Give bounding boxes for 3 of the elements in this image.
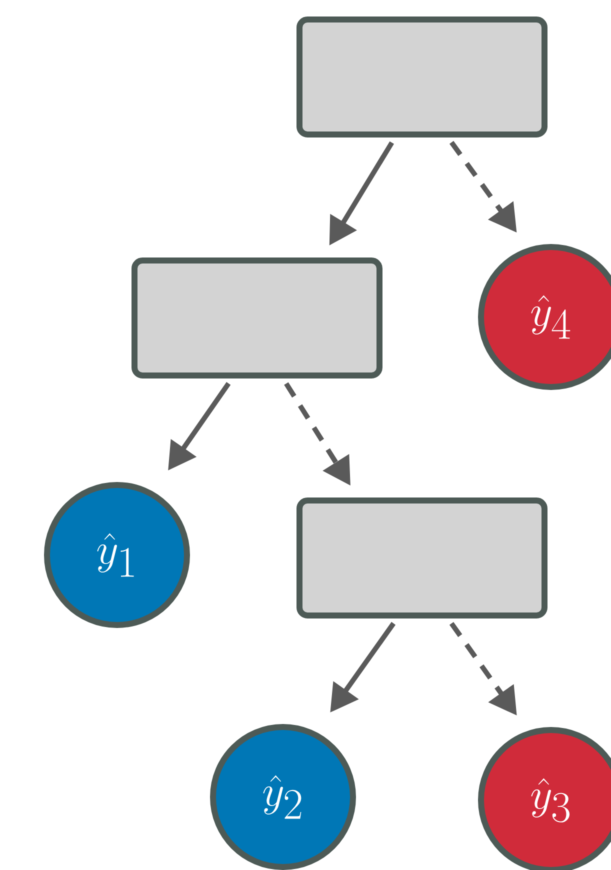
decision-box (132, 258, 382, 378)
decision-box (296, 16, 548, 138)
decision-box (296, 498, 548, 618)
